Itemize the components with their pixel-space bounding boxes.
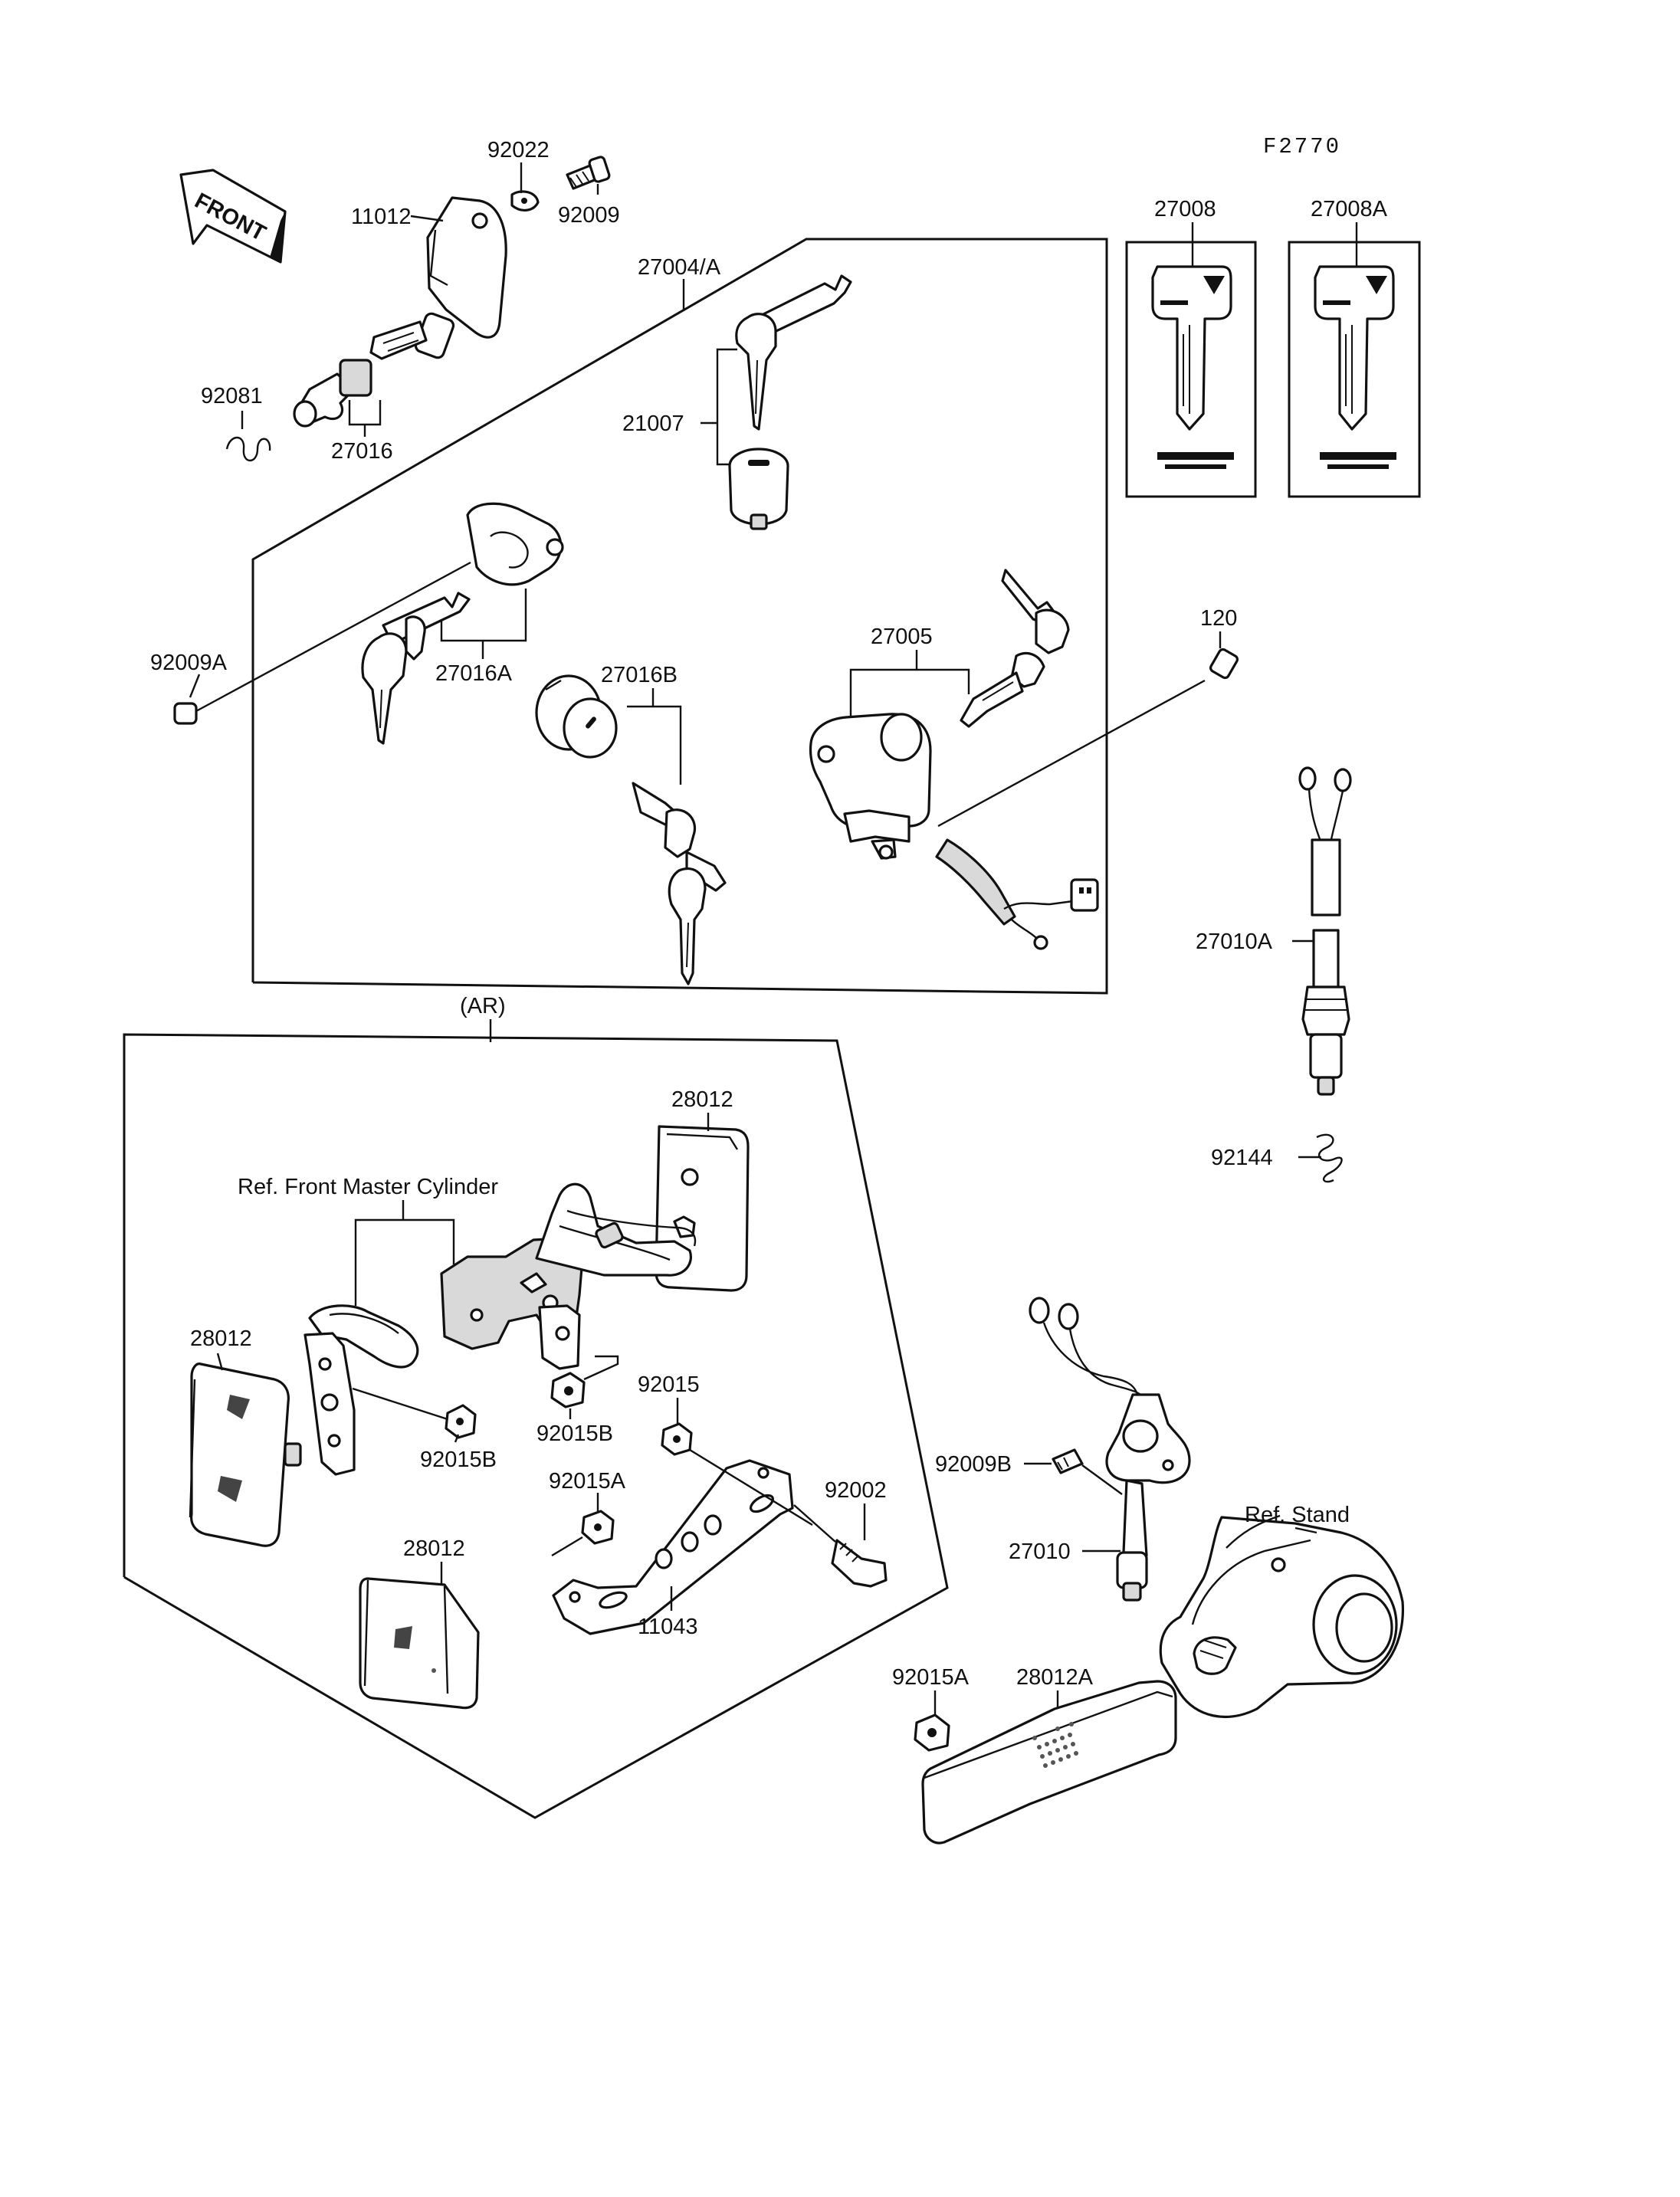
label-92009: 92009 <box>558 203 620 228</box>
label-ref-stand: Ref. Stand <box>1245 1503 1350 1527</box>
label-92081: 92081 <box>201 384 263 408</box>
label-92015B-center: 92015B <box>536 1421 613 1446</box>
lock-cap-27016A <box>466 502 564 586</box>
label-92009B: 92009B <box>935 1452 1012 1477</box>
front-arrow-icon: FRONT <box>179 169 287 264</box>
label-92022: 92022 <box>487 138 550 162</box>
stop-switch-27010A <box>1298 766 1352 1096</box>
key-21007 <box>735 274 852 431</box>
cover-plate-11012 <box>426 196 507 339</box>
bracket-upper <box>440 1182 697 1370</box>
bolt-120 <box>937 648 1239 828</box>
label-27016: 27016 <box>331 439 393 464</box>
bolt-92002 <box>831 1539 888 1588</box>
leader-lines <box>189 162 1358 1715</box>
label-ref-front-master-cylinder: Ref. Front Master Cylinder <box>238 1175 498 1199</box>
nut-92015B-center <box>550 1372 586 1408</box>
bracket-11043 <box>552 1459 794 1635</box>
keys-27005 <box>960 569 1070 728</box>
set-frame-ar <box>123 1033 949 1819</box>
label-11043: 11043 <box>638 1615 698 1639</box>
label-27004A: 27004/A <box>638 255 721 280</box>
bolt-92009A <box>173 561 471 725</box>
part-labels: 92022 92009 11012 27004/A 92081 27016 21… <box>150 138 1388 1690</box>
label-11012: 11012 <box>351 205 412 229</box>
label-ar: (AR) <box>460 994 506 1018</box>
label-27008: 27008 <box>1154 197 1216 221</box>
reflector-28012-left <box>189 1362 302 1547</box>
nut-92015B-left <box>445 1404 477 1439</box>
label-27010: 27010 <box>1009 1540 1071 1564</box>
reflector-28012A <box>921 1680 1177 1844</box>
label-27016A: 27016A <box>435 661 513 686</box>
reflector-28012-bottom <box>359 1577 480 1710</box>
label-27010A: 27010A <box>1196 930 1273 954</box>
key-27016 <box>369 312 455 360</box>
side-stand-switch-27010 <box>1029 1297 1191 1602</box>
ignition-switch-27005 <box>809 713 1099 950</box>
key-card-27008 <box>1125 241 1257 498</box>
label-92015: 92015 <box>638 1372 700 1397</box>
nut-92015 <box>661 1422 693 1456</box>
label-28012-top: 28012 <box>671 1087 733 1112</box>
lock-cylinder-27016 <box>293 359 372 428</box>
label-92015A-frame: 92015A <box>549 1469 626 1494</box>
label-21007: 21007 <box>622 412 684 436</box>
nut-92015A-in-frame <box>581 1510 615 1545</box>
set-frame-27004A <box>251 238 1108 995</box>
figure-code: F2770 <box>1263 134 1341 159</box>
lock-cylinder-21007 <box>728 448 789 530</box>
nut-92015A-bottom <box>914 1713 950 1752</box>
label-92009A: 92009A <box>150 651 228 675</box>
spring-92144 <box>1316 1133 1343 1183</box>
label-28012-left: 28012 <box>190 1326 252 1351</box>
label-92015A-bottom: 92015A <box>892 1665 970 1690</box>
bracket-left <box>304 1304 419 1476</box>
key-card-27008A <box>1288 241 1421 498</box>
label-120: 120 <box>1200 606 1237 631</box>
label-28012-bottom: 28012 <box>403 1536 465 1561</box>
label-92002: 92002 <box>825 1478 887 1503</box>
washer-92022 <box>510 190 540 212</box>
keys-27016B <box>632 782 727 985</box>
label-92015B-left: 92015B <box>420 1448 497 1472</box>
ref-stand-assembly <box>1159 1514 1405 1718</box>
label-27005: 27005 <box>871 625 933 649</box>
lock-cylinder-27016B <box>535 674 618 759</box>
label-27008A: 27008A <box>1311 197 1388 221</box>
label-92144: 92144 <box>1211 1146 1273 1170</box>
screw-92009 <box>566 156 611 190</box>
keys-27016A <box>361 592 471 745</box>
spring-92081 <box>225 436 271 462</box>
label-27016B: 27016B <box>601 663 678 687</box>
label-28012A: 28012A <box>1016 1665 1094 1690</box>
screw-92009B <box>1052 1448 1084 1474</box>
